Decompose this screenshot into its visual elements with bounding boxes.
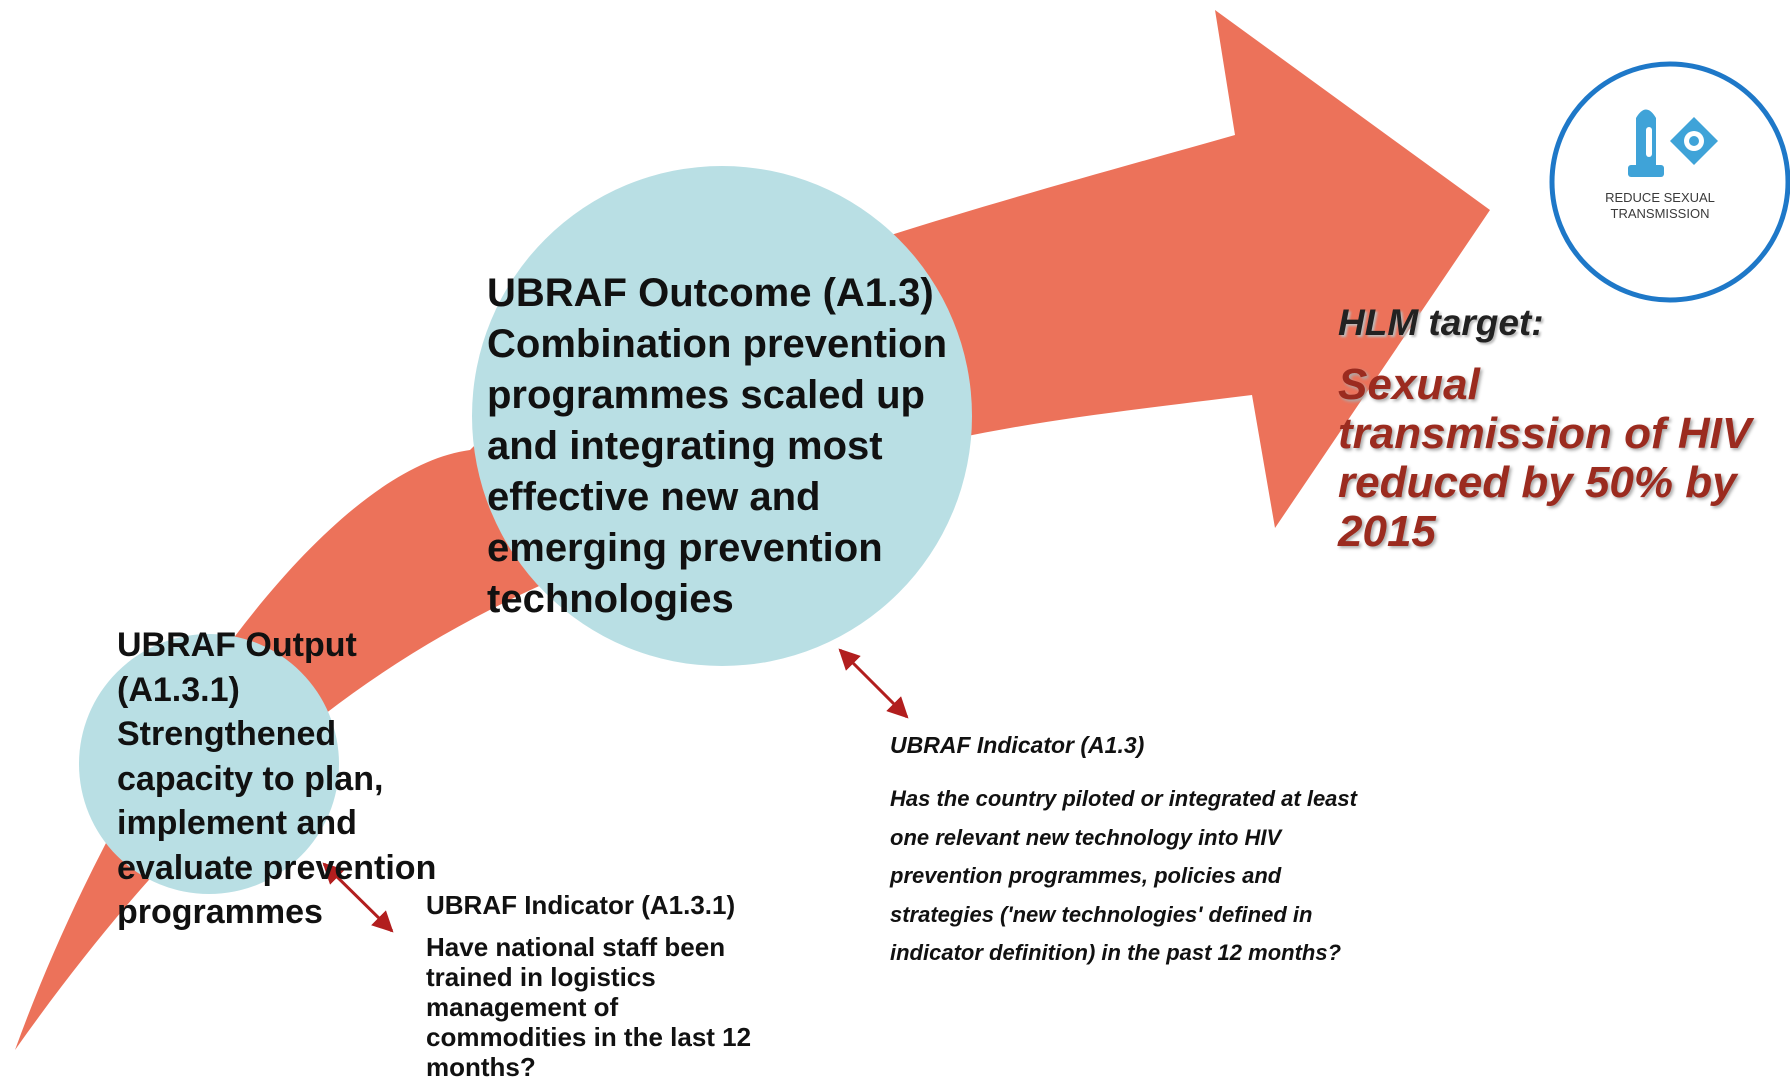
- outcome-indicator-question: Has the country piloted or integrated at…: [890, 786, 1357, 965]
- badge-label: REDUCE SEXUAL TRANSMISSION: [1605, 190, 1715, 221]
- output-description: Strengthened capacity to plan, implement…: [117, 715, 437, 931]
- output-circle: [79, 634, 339, 894]
- output-indicator-question: Have national staff been trained in logi…: [426, 932, 752, 1082]
- prevention-diamond-icon: [1670, 117, 1718, 165]
- output-indicator-connector: [322, 862, 394, 933]
- condom-icon: [1628, 109, 1664, 177]
- reduce-sexual-transmission-badge: [1549, 61, 1790, 303]
- outcome-description: Combination prevention programmes scaled…: [487, 322, 947, 621]
- outcome-title: UBRAF Outcome (A1.3): [487, 271, 934, 315]
- hlm-target-statement: Sexual transmission of HIV reduced by 50…: [1338, 360, 1752, 556]
- output-title: UBRAF Output (A1.3.1): [117, 626, 357, 709]
- output-indicator-title: UBRAF Indicator (A1.3.1): [426, 890, 736, 920]
- progress-arrow: [15, 10, 1490, 1050]
- outcome-indicator-title: UBRAF Indicator (A1.3): [890, 732, 1145, 758]
- outcome-circle: [472, 166, 972, 666]
- hlm-target-label: HLM target:: [1338, 302, 1544, 343]
- outcome-indicator-connector: [838, 648, 909, 719]
